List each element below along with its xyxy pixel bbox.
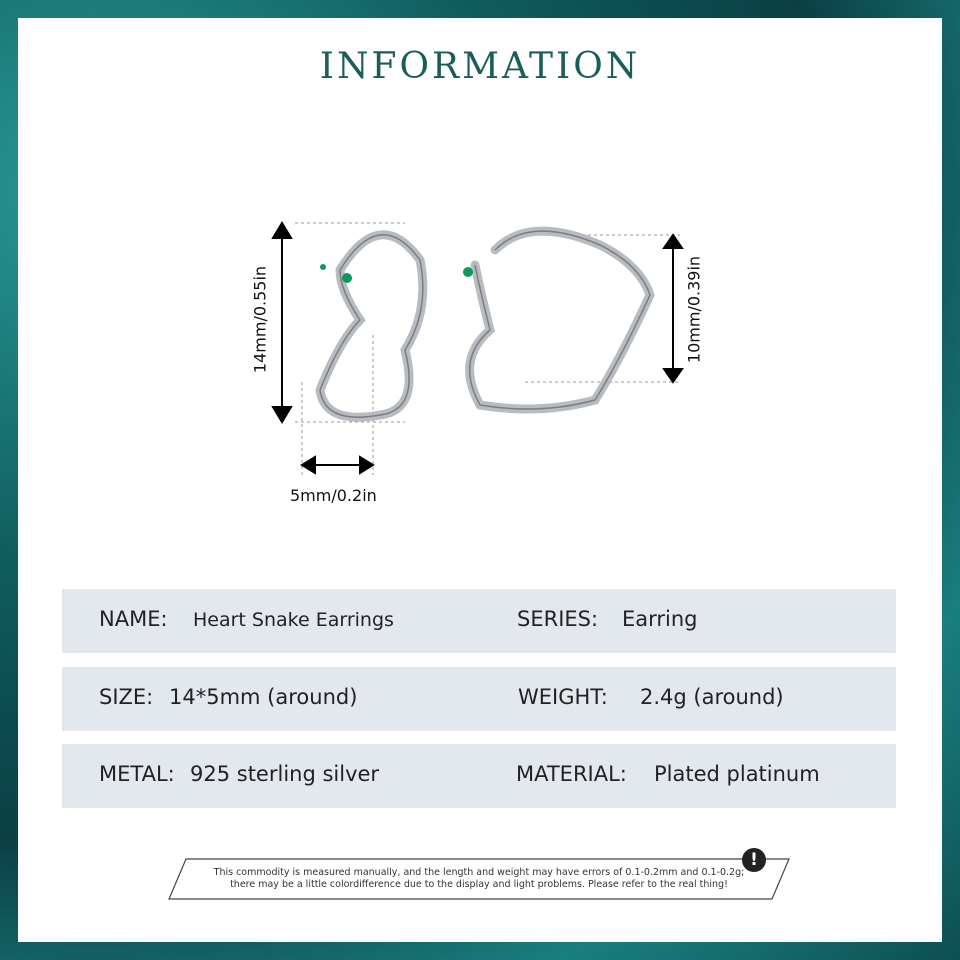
- weight-value: 2.4g (around): [640, 685, 784, 709]
- product-image: [271, 221, 684, 475]
- height-label: 14mm/0.55in: [250, 265, 270, 374]
- series-value: Earring: [622, 607, 698, 631]
- gem-icon: [342, 273, 352, 283]
- spec-row-name: NAME: Heart Snake Earrings SERIES: Earri…: [62, 589, 896, 653]
- metal-label: METAL:: [99, 762, 175, 786]
- spec-row-metal: METAL: 925 sterling silver MATERIAL: Pla…: [62, 744, 896, 808]
- inner-height-label: 10mm/0.39in: [684, 255, 704, 364]
- width-label: 5mm/0.2in: [290, 486, 377, 505]
- notice-line-1: This commodity is measured manually, and…: [213, 867, 745, 878]
- notice-box: This commodity is measured manually, and…: [168, 858, 790, 900]
- material-value: Plated platinum: [654, 762, 820, 786]
- name-label: NAME:: [99, 607, 168, 631]
- page-title: INFORMATION: [319, 46, 641, 87]
- size-label: SIZE:: [99, 685, 154, 709]
- size-value: 14*5mm (around): [169, 685, 358, 709]
- name-value: Heart Snake Earrings: [193, 609, 394, 631]
- weight-label: WEIGHT:: [518, 685, 608, 709]
- metal-value: 925 sterling silver: [190, 762, 380, 786]
- spec-row-size: SIZE: 14*5mm (around) WEIGHT: 2.4g (arou…: [62, 667, 896, 731]
- notice-line-2: there may be a little colordifference du…: [230, 879, 728, 890]
- series-label: SERIES:: [517, 607, 599, 631]
- exclamation-icon: !: [742, 848, 766, 872]
- material-label: MATERIAL:: [516, 762, 627, 786]
